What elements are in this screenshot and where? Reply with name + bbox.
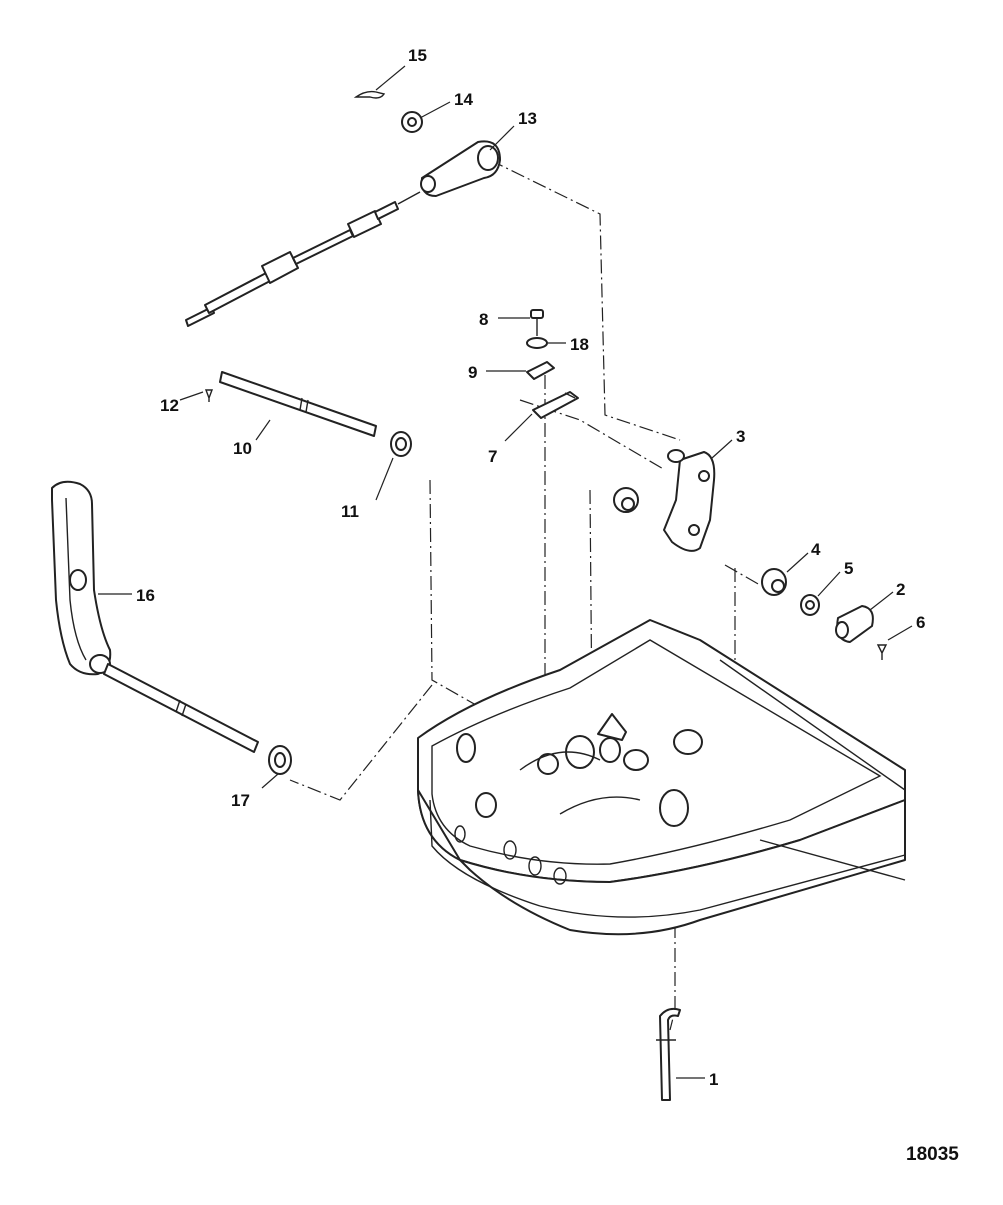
part-5-lock-washer [800, 594, 820, 616]
shift-cable [185, 191, 421, 327]
callout-9: 9 [468, 363, 477, 382]
callout-15: 15 [408, 46, 427, 65]
part-14-washer [401, 111, 423, 133]
part-11-bushing [390, 431, 412, 457]
callout-4: 4 [811, 540, 821, 559]
callout-12: 12 [160, 396, 179, 415]
callout-18: 18 [570, 335, 589, 354]
part-6-pin [876, 644, 888, 660]
callout-1: 1 [709, 1070, 718, 1089]
callout-14: 14 [454, 90, 473, 109]
leader-lines [98, 65, 913, 1079]
part-15-cotter-pin [353, 90, 386, 99]
part-10-shift-shaft [219, 371, 377, 437]
callout-16: 16 [136, 586, 155, 605]
callout-8: 8 [479, 310, 488, 329]
callout-6: 6 [916, 613, 925, 632]
part-3-shift-lever [663, 449, 716, 552]
part-4-bushing [761, 568, 787, 596]
part-7-retainer-plate [532, 391, 579, 419]
bushing-lever [613, 487, 639, 513]
part-1-shift-rod [656, 1007, 681, 1101]
part-8-screw [530, 309, 544, 336]
callout-13: 13 [518, 109, 537, 128]
figure-id: 18035 [906, 1144, 959, 1165]
callout-10: 10 [233, 439, 252, 458]
part-13-cable-end [420, 140, 501, 197]
callout-7: 7 [488, 447, 497, 466]
callout-5: 5 [844, 559, 853, 578]
lower-cowl [417, 619, 906, 936]
part-18-washer [526, 337, 548, 349]
callout-labels: 15 14 13 8 18 9 7 12 10 11 3 4 5 2 6 16 … [136, 46, 925, 1089]
part-17-shaft [103, 663, 292, 775]
part-16-handle [51, 480, 112, 676]
callout-2: 2 [896, 580, 905, 599]
part-2-link [835, 605, 874, 643]
part-12-pin [204, 389, 214, 402]
callout-3: 3 [736, 427, 745, 446]
part-9-clip [526, 361, 555, 380]
callout-11: 11 [341, 502, 359, 521]
callout-17: 17 [231, 791, 250, 810]
